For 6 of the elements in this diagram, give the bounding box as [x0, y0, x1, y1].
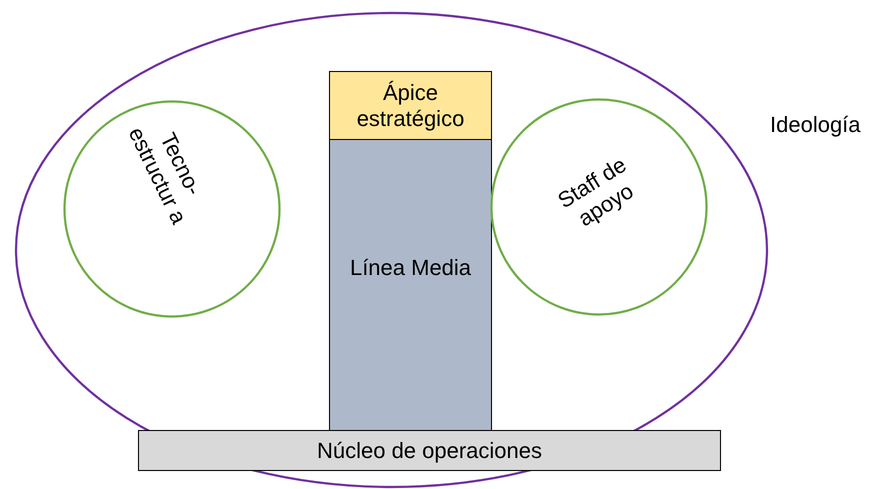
- box-label: Ápice estratégico: [356, 80, 466, 132]
- ellipse-label: Ideología: [770, 112, 862, 138]
- process-box: [329, 139, 492, 431]
- box-label: Línea Media: [350, 255, 472, 281]
- box-label: Núcleo de operaciones: [316, 438, 542, 464]
- process-box: [329, 71, 492, 140]
